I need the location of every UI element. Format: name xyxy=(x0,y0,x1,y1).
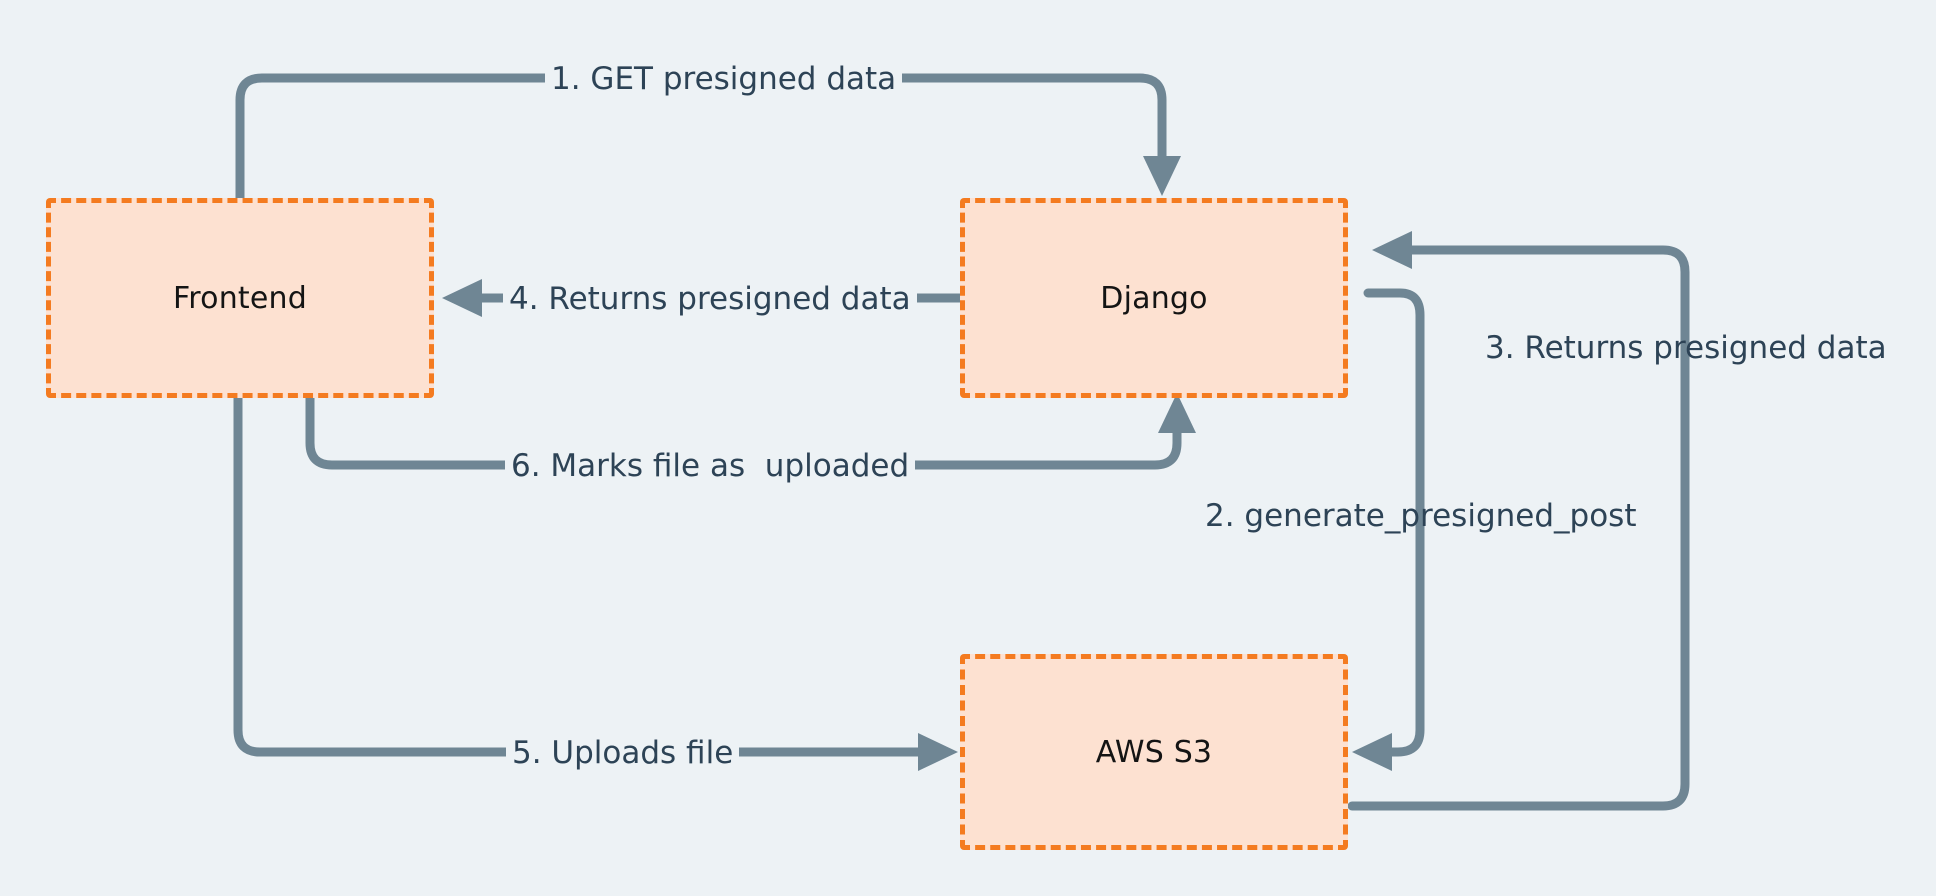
edge-label-2: 2. generate_presigned_post xyxy=(1205,498,1637,534)
edge-label-6: 6. Marks file as uploaded xyxy=(505,449,916,483)
edge-label-1: 1. GET presigned data xyxy=(545,62,903,96)
node-frontend[interactable]: Frontend xyxy=(46,198,434,398)
node-django-label: Django xyxy=(1100,280,1208,316)
node-django[interactable]: Django xyxy=(960,198,1348,398)
node-aws-s3[interactable]: AWS S3 xyxy=(960,654,1348,850)
edge-label-4: 4. Returns presigned data xyxy=(503,282,917,316)
edge-label-3: 3. Returns presigned data xyxy=(1485,330,1887,366)
node-frontend-label: Frontend xyxy=(173,280,307,316)
edge-label-5: 5. Uploads file xyxy=(506,736,740,770)
node-aws-s3-label: AWS S3 xyxy=(1095,734,1213,770)
